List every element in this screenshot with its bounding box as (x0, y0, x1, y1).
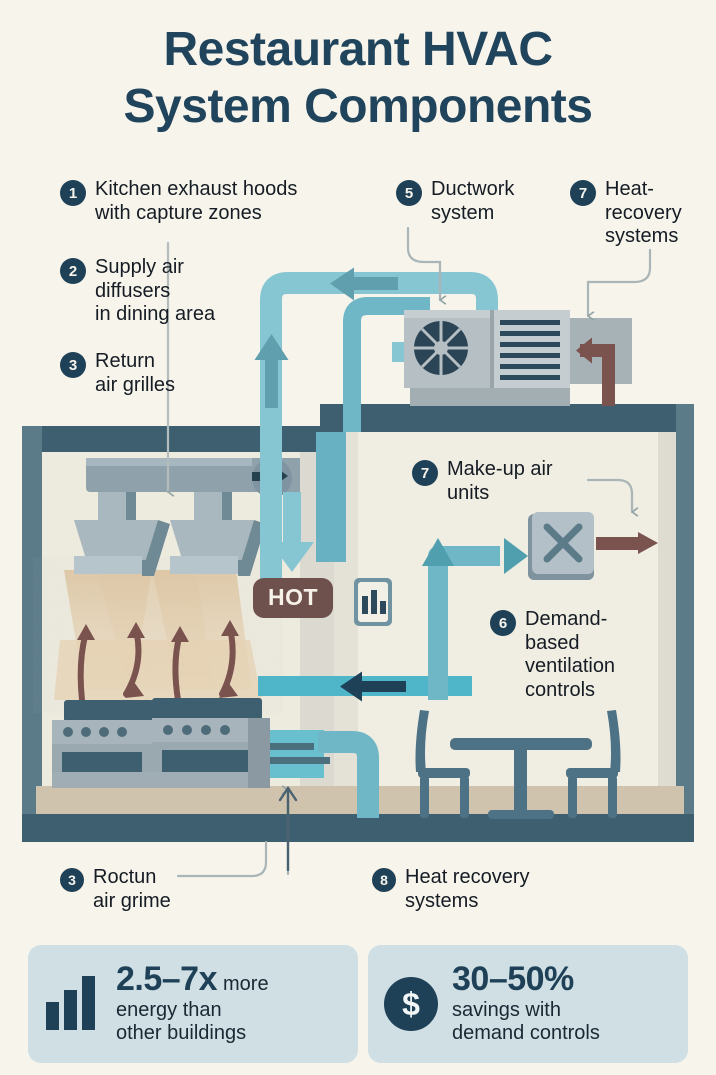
bar-chart-icon (362, 590, 386, 614)
callout-badge: 8 (372, 868, 396, 892)
louver-slats (500, 320, 560, 380)
dining-set (415, 710, 621, 819)
leader-lines (166, 226, 652, 878)
stat-suffix: more (223, 973, 269, 996)
exhaust-hood-right (170, 478, 266, 576)
stat-subtext: savings with demand controls (452, 998, 600, 1045)
makeup-air-unit (528, 512, 658, 580)
callout-label: Demand- based ventilation controls (525, 608, 616, 701)
callout-badge: 1 (60, 180, 86, 206)
makeup-right-arrow-icon (504, 538, 528, 574)
callout-8-heat-recovery-systems[interactable]: 8 Heat recovery systems (372, 866, 602, 913)
stat-text: 30–50% savings with demand controls (452, 960, 600, 1046)
heat-recovery-arrow-icon (576, 337, 615, 406)
callout-3-roctun-air-grime[interactable]: 3 Roctun air grime (60, 866, 240, 913)
grease-arrow-heads (77, 620, 239, 698)
x-mark-icon (543, 523, 583, 563)
callout-label: Return air grilles (95, 350, 176, 396)
callout-badge: 7 (570, 180, 596, 206)
dollar-icon: $ (384, 977, 438, 1031)
callout-6-demand-based-ventilation-controls[interactable]: 6 Demand- based ventilation controls (490, 608, 680, 702)
callout-label: Ductwork system (431, 178, 515, 224)
stat-card-savings: $ 30–50% savings with demand controls (368, 945, 688, 1063)
callout-label: Heat recovery systems (405, 866, 530, 912)
callout-badge: 2 (60, 258, 86, 284)
callout-badge: 3 (60, 868, 84, 892)
stat-value: 30–50% (452, 960, 574, 999)
return-left-arrow-icon (340, 671, 406, 702)
supply-up-arrow-icon (254, 334, 289, 408)
building-walls (22, 404, 694, 832)
supply-down-arrow-icon (270, 492, 314, 572)
callout-5-ductwork-system[interactable]: 5 Ductwork system (396, 178, 546, 225)
page-title: Restaurant HVAC System Components (123, 23, 593, 133)
hot-badge: HOT (253, 578, 334, 618)
callout-label: Supply air diffusers in dining area (95, 256, 216, 326)
callout-1-kitchen-exhaust-hoods[interactable]: 1 Kitchen exhaust hoods with capture zon… (60, 178, 360, 225)
return-riser-duct (316, 297, 430, 562)
callout-badge: 5 (396, 180, 422, 206)
callout-label: Kitchen exhaust hoods with capture zones (95, 178, 298, 224)
callout-label: Roctun air grime (93, 866, 171, 912)
dollar-glyph: $ (384, 977, 438, 1031)
callout-label: Make-up air units (447, 458, 553, 504)
bar-chart-icon (44, 974, 102, 1035)
makeup-up-arrow-icon (422, 538, 454, 566)
callout-2-supply-air-diffusers[interactable]: 2 Supply air diffusers in dining area (60, 256, 290, 327)
callout-7-make-up-air-units[interactable]: 7 Make-up air units (412, 458, 592, 505)
callout-badge: 6 (490, 610, 516, 636)
stat-subtext: energy than other buildings (116, 998, 247, 1045)
cooking-ranges (52, 698, 270, 788)
callout-badge: 3 (60, 352, 86, 378)
supply-left-arrow-icon (330, 267, 398, 301)
roctun-leader-arrow (278, 785, 298, 872)
callout-7-heat-recovery-systems[interactable]: 7 Heat- recovery systems (570, 178, 710, 249)
return-duct-horizontal (258, 671, 472, 702)
stat-value: 2.5–7x (116, 960, 218, 999)
callout-badge: 7 (412, 460, 438, 486)
makeup-air-supply-arrow (422, 538, 528, 700)
makeup-exhaust-arrow-icon (596, 532, 658, 554)
range-knobs (63, 725, 230, 737)
hvac-diagram (22, 226, 694, 878)
callout-3-return-air-grilles[interactable]: 3 Return air grilles (60, 350, 260, 397)
rooftop-unit (404, 310, 632, 406)
control-panel[interactable] (354, 578, 392, 626)
callout-label: Heat- recovery systems (605, 178, 682, 248)
